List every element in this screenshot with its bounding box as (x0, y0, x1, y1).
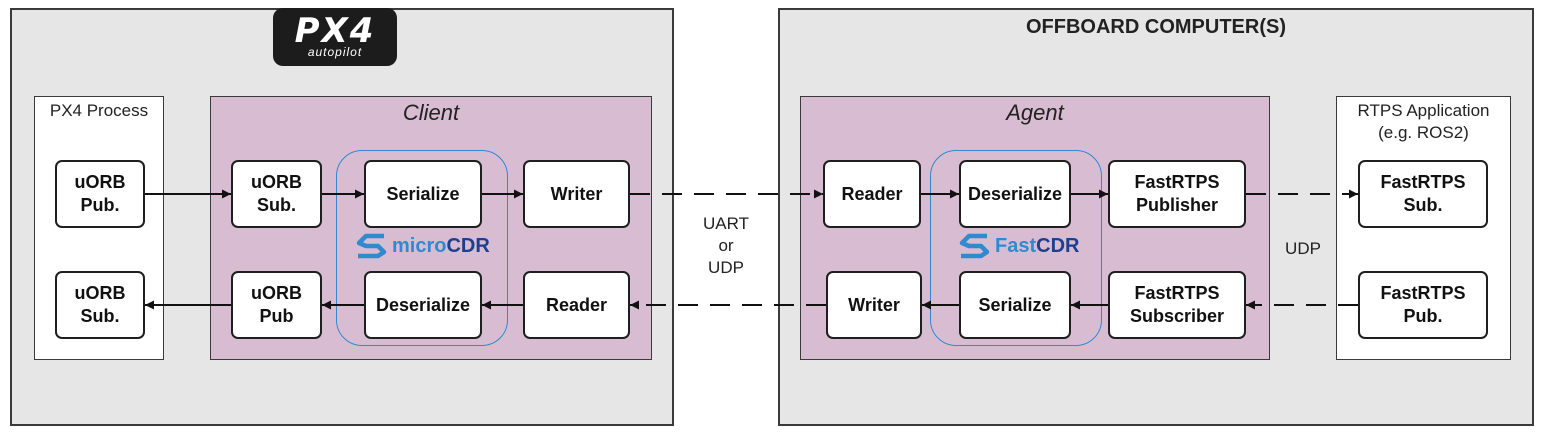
rtps-app-label: RTPS Application (e.g. ROS2) (1357, 101, 1490, 142)
uorb-sub-node: uORB Sub. (55, 271, 145, 339)
offboard-title: OFFBOARD COMPUTER(S) (1026, 16, 1286, 38)
client-deserialize-node: Deserialize (364, 271, 482, 339)
uorb-pub-node: uORB Pub. (55, 160, 145, 228)
fastrtps-sub-node: FastRTPS Sub. (1358, 160, 1488, 228)
agent-deserialize-node: Deserialize (959, 160, 1071, 228)
microcdr-logo-prefix: micro (392, 234, 447, 257)
microcdr-logo-icon (356, 233, 387, 259)
fastrtps-publisher-node: FastRTPS Publisher (1108, 160, 1246, 228)
client-uorb-sub-node: uORB Sub. (231, 160, 322, 228)
fastcdr-logo-icon (959, 233, 990, 259)
client-reader-node: Reader (523, 271, 630, 339)
px4-logo: PX4 autopilot (273, 8, 397, 66)
client-title: Client (402, 100, 460, 125)
link-label: UART or UDP (703, 214, 749, 277)
px4-logo-main: PX4 (294, 11, 376, 51)
client-uorb-pub-node: uORB Pub (231, 271, 322, 339)
client-serialize-node: Serialize (364, 160, 482, 228)
agent-writer-node: Writer (826, 271, 922, 339)
client-writer-node: Writer (523, 160, 630, 228)
fastcdr-group (930, 150, 1102, 346)
fastrtps-pub-node: FastRTPS Pub. (1358, 271, 1488, 339)
microcdr-logo-suffix: CDR (446, 234, 490, 257)
agent-serialize-node: Serialize (959, 271, 1071, 339)
fastcdr-logo-prefix: Fast (995, 234, 1037, 257)
px4-process-label: PX4 Process (49, 101, 149, 120)
fastcdr-logo-suffix: CDR (1036, 234, 1080, 257)
px4-logo-sub: autopilot (307, 45, 363, 59)
microcdr-group (336, 150, 508, 346)
agent-title: Agent (1006, 100, 1064, 125)
agent-reader-node: Reader (823, 160, 921, 228)
udp-label: UDP (1285, 239, 1321, 258)
fastrtps-subscriber-node: FastRTPS Subscriber (1108, 271, 1246, 339)
